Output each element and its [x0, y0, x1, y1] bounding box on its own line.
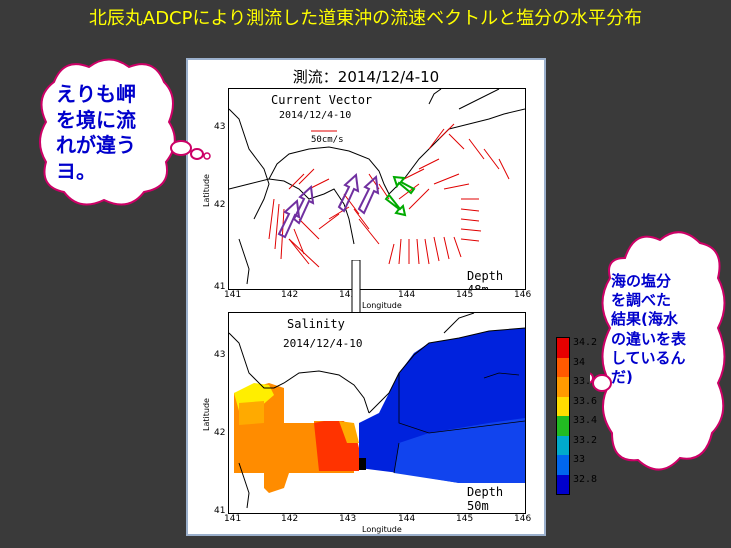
right-bubble-text: 海の塩分 を調べた 結果(海水 の違いを表 しているん だ) [611, 272, 686, 387]
left-bubble-text: えりも岬 を境に流 れが違う ヨ。 [56, 82, 136, 184]
current-xlabel: Longitude [362, 301, 402, 310]
left-thought-bubble [39, 58, 211, 206]
right-bubble-line: の違いを表 [611, 329, 687, 348]
right-bubble-line: だ) [611, 367, 633, 386]
salinity-y-tick: 42 [214, 428, 226, 438]
colorbar-label: 33.8 [573, 376, 598, 387]
salinity-y-tick: 43 [214, 350, 226, 360]
salinity-ylabel: Latitude [201, 398, 211, 431]
slide-title: 北辰丸ADCPにより測流した道東沖の流速ベクトルと塩分の水平分布 [88, 8, 643, 29]
colorbar-label: 32.8 [573, 474, 598, 485]
salinity-x-tick: 145 [456, 514, 474, 524]
scale-label: 50cm/s [311, 135, 344, 145]
colorbar-segment [557, 377, 569, 397]
salinity-plot: Salinity 2014/12/4-10 Depth 50m [228, 312, 526, 514]
current-vector-plot: Current Vector 2014/12/4-10 50cm/s Depth… [228, 88, 526, 290]
depth-label-current: Depth 48m [467, 269, 504, 290]
salinity-x-tick: 146 [514, 514, 532, 524]
colorbar-segment [557, 338, 569, 358]
figure-title: 測流：2014/12/4-10 [292, 68, 440, 86]
salinity-y-tick: 41 [214, 506, 226, 516]
salinity-x-tick: 143 [339, 514, 357, 524]
left-bubble-line: を境に流 [56, 107, 136, 132]
colorbar-segment [557, 396, 569, 416]
colorbar-segment [557, 455, 569, 475]
purple-flow-arrows [277, 172, 380, 239]
current-x-tick: 146 [514, 290, 532, 300]
current-x-tick: 145 [456, 290, 474, 300]
current-date-label: 2014/12/4-10 [279, 110, 352, 121]
salinity-map [229, 313, 525, 509]
right-bubble-line: を調べた [611, 291, 672, 310]
current-x-tick: 142 [281, 290, 299, 300]
current-y-tick: 41 [214, 282, 226, 292]
current-vector-label: Current Vector [271, 93, 373, 107]
current-y-tick: 42 [214, 200, 226, 210]
right-bubble-line: 結果(海水 [611, 310, 678, 329]
colorbar-segment [557, 474, 569, 494]
left-bubble-line: えりも岬 [56, 82, 136, 106]
left-bubble-line: れが違う [56, 133, 136, 158]
current-y-tick: 43 [214, 122, 226, 132]
colorbar-label: 34.2 [573, 337, 598, 348]
colorbar-label: 33 [573, 454, 586, 465]
salinity-xlabel: Longitude [362, 525, 402, 534]
left-bubble-line: ヨ。 [56, 158, 96, 183]
figure-panel: 測流：2014/12/4-10 [186, 58, 546, 536]
salinity-x-tick: 141 [224, 514, 242, 524]
salinity-date-label: 2014/12/4-10 [283, 337, 363, 350]
colorbar-segment [557, 416, 569, 436]
salinity-label: Salinity [287, 317, 345, 331]
salinity-colorbar [556, 337, 570, 495]
depth-label-salinity: Depth 50m [467, 485, 525, 513]
colorbar-label: 33.2 [573, 435, 598, 446]
colorbar-label: 34 [573, 357, 586, 368]
right-thought-bubble [590, 231, 726, 471]
right-bubble-line: 海の塩分 [611, 272, 672, 290]
green-flow-arrows [384, 175, 416, 217]
colorbar-segment [557, 357, 569, 377]
salinity-x-tick: 144 [398, 514, 416, 524]
current-x-tick: 143 [339, 290, 357, 300]
colorbar-label: 33.4 [573, 415, 598, 426]
current-x-tick: 144 [398, 290, 416, 300]
colorbar-label: 33.6 [573, 396, 598, 407]
salinity-x-tick: 142 [281, 514, 299, 524]
current-x-tick: 141 [224, 290, 242, 300]
colorbar-segment [557, 435, 569, 455]
right-bubble-line: しているん [611, 348, 686, 367]
current-vector-map [229, 89, 525, 285]
